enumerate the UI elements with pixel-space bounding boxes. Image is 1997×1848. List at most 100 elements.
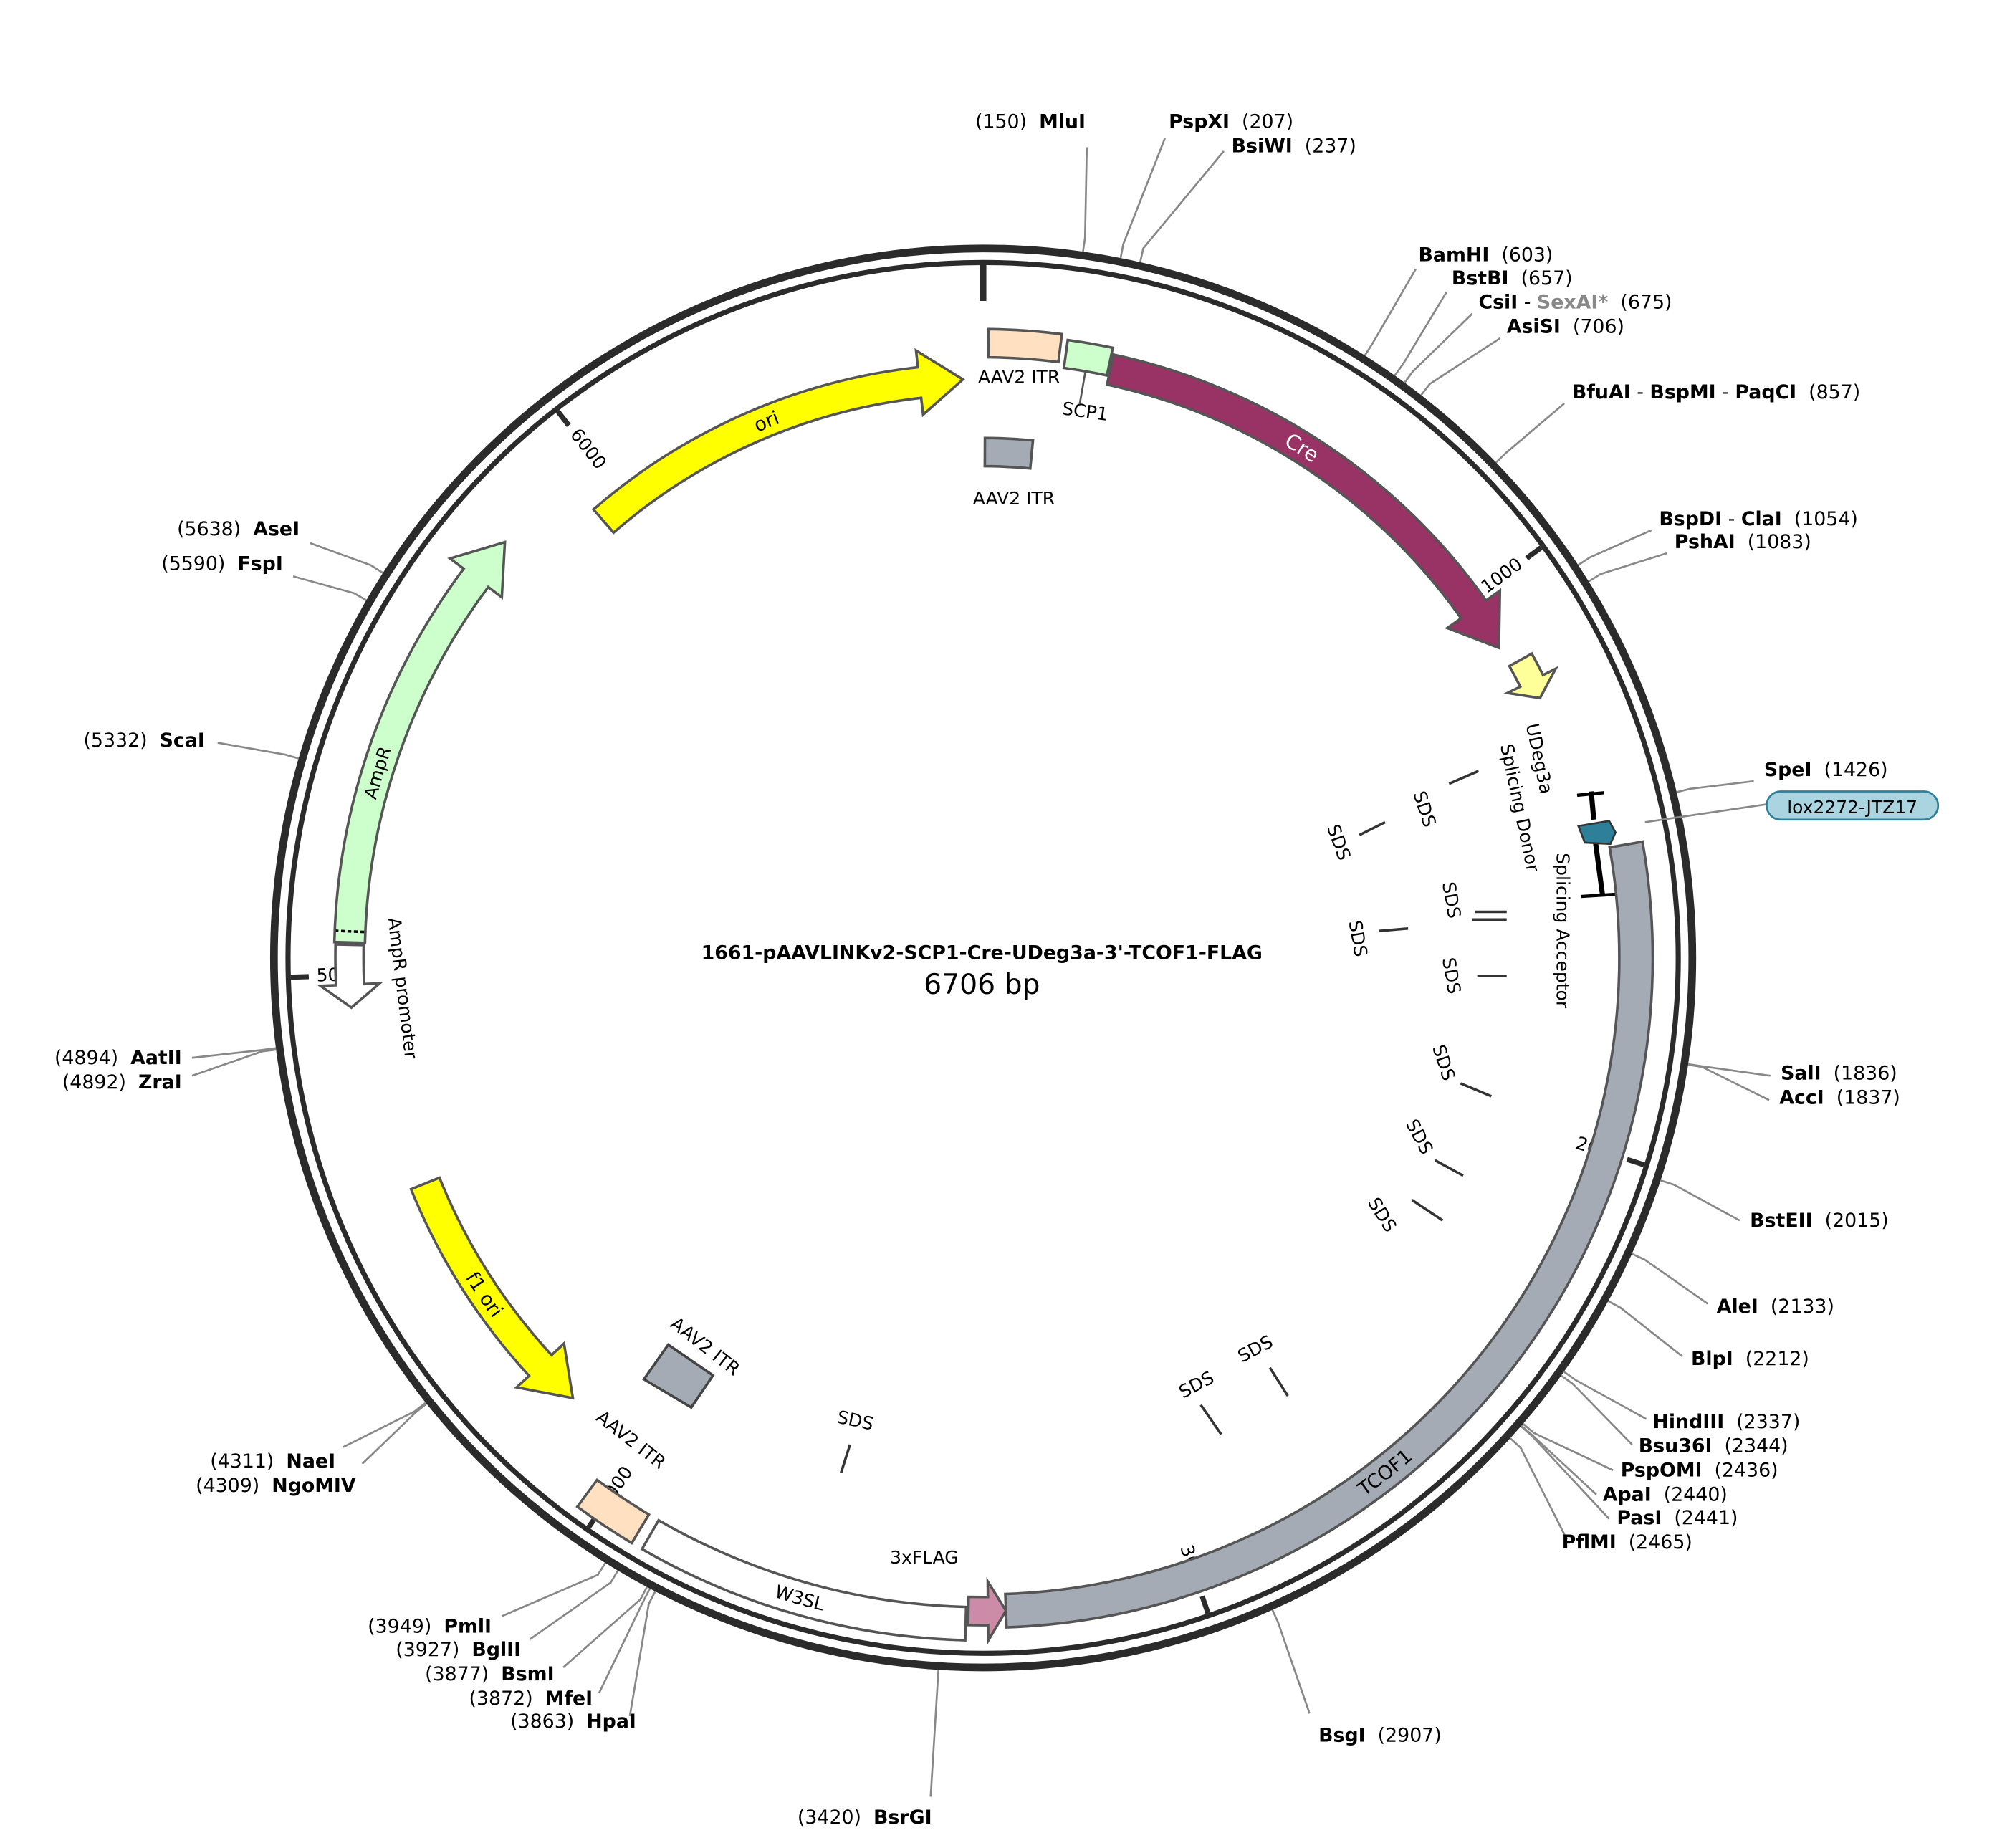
- site-label-ngomiv[interactable]: (4309) NgoMIV: [196, 1475, 356, 1497]
- tick-label: 1000: [1477, 553, 1526, 597]
- site-leader: [191, 1048, 277, 1077]
- splice-acceptor-bar: [1592, 838, 1606, 897]
- site-label-bsmi[interactable]: (3877) BsmI: [425, 1663, 554, 1685]
- tick-mark: [1626, 1157, 1645, 1167]
- splice-donor-bar: [1589, 791, 1596, 820]
- site-label-mfei[interactable]: (3872) MfeI: [469, 1687, 593, 1710]
- site-label-pspomi[interactable]: PspOMI (2436): [1621, 1460, 1778, 1482]
- site-leader: [1522, 1423, 1614, 1471]
- site-leader: [1364, 268, 1417, 356]
- ampr-feature[interactable]: [332, 540, 507, 944]
- site-label-bsteii[interactable]: BstEII (2015): [1750, 1210, 1889, 1232]
- sds-label: SDS: [835, 1407, 876, 1435]
- site-label-fspi[interactable]: (5590) FspI: [161, 552, 283, 575]
- sds-label: SDS: [1175, 1367, 1217, 1403]
- site-leader: [1520, 1425, 1610, 1520]
- sds-mark: [1378, 927, 1409, 933]
- site-label-hindiii[interactable]: HindIII (2337): [1652, 1411, 1800, 1433]
- backbone-outer: [269, 244, 1697, 1672]
- site-leader: [1271, 1609, 1311, 1714]
- tick-label: 6000: [566, 424, 610, 473]
- site-label-bfuai[interactable]: BfuAI - BspMI - PaqCI (857): [1572, 381, 1860, 403]
- site-label-bglii[interactable]: (3927) BglII: [396, 1639, 521, 1661]
- site-label-aatii[interactable]: (4894) AatII: [54, 1047, 182, 1069]
- site-leader: [1577, 529, 1652, 566]
- scp1-label: SCP1: [1061, 398, 1110, 425]
- site-leader: [1561, 1374, 1633, 1445]
- site-label-pflmi[interactable]: PflMI (2465): [1562, 1531, 1692, 1553]
- site-leader: [191, 1047, 277, 1059]
- udeg3a-feature[interactable]: [1503, 651, 1559, 700]
- site-leader: [1394, 291, 1447, 376]
- site-leader: [309, 542, 384, 574]
- ori-feature[interactable]: [591, 348, 965, 535]
- site-label-pspxi[interactable]: PspXI (207): [1169, 111, 1293, 133]
- sds-mark: [1448, 770, 1480, 785]
- site-leader: [562, 1586, 648, 1669]
- sds-mark: [1411, 1199, 1444, 1222]
- plasmid-length: 6706 bp: [924, 969, 1040, 1001]
- site-label-bsiwi[interactable]: BsiWI (237): [1232, 135, 1356, 158]
- site-label-pmli[interactable]: (3949) PmlI: [368, 1616, 492, 1638]
- sds-mark: [1460, 1082, 1493, 1098]
- site-leader: [1119, 138, 1166, 259]
- site-leader: [1563, 1371, 1647, 1420]
- sds-label: SDS: [1402, 1116, 1437, 1158]
- site-label-sali[interactable]: SalI (1836): [1781, 1063, 1897, 1085]
- site-leader: [1660, 1179, 1740, 1222]
- site-leader: [628, 1591, 656, 1717]
- site-label-scai[interactable]: (5332) ScaI: [83, 729, 204, 752]
- sds-mark: [840, 1444, 851, 1473]
- site-label-pshai[interactable]: PshAI (1083): [1675, 531, 1811, 553]
- site-leader: [501, 1562, 606, 1617]
- sds-mark: [1434, 1159, 1464, 1177]
- site-label-naei[interactable]: (4311) NaeI: [210, 1450, 335, 1473]
- site-label-spei[interactable]: SpeI (1426): [1764, 759, 1888, 781]
- site-label-acci[interactable]: AccI (1837): [1779, 1087, 1900, 1109]
- aav2-itr-top-feature[interactable]: [987, 327, 1063, 364]
- site-label-asei[interactable]: (5638) AseI: [177, 518, 300, 540]
- site-leader: [1631, 1253, 1709, 1305]
- site-leader: [529, 1570, 619, 1640]
- site-label-bsu36i[interactable]: Bsu36I (2344): [1639, 1435, 1788, 1457]
- site-label-bamhi[interactable]: BamHI (603): [1418, 244, 1553, 267]
- site-leader: [1607, 1300, 1683, 1357]
- site-leader: [1687, 1063, 1770, 1101]
- site-label-mlui[interactable]: (150) MluI: [975, 111, 1086, 133]
- flag-feature[interactable]: [967, 1576, 1007, 1646]
- site-leader: [1588, 552, 1667, 583]
- site-label-pasi[interactable]: PasI (2441): [1617, 1507, 1738, 1529]
- cre-feature[interactable]: [1105, 353, 1502, 650]
- lox2272-tag[interactable]: [1766, 790, 1940, 821]
- aav2-itr-top-gray-feature[interactable]: [983, 436, 1035, 470]
- flag-label: 3xFLAG: [890, 1547, 959, 1568]
- sds-label: SDS: [1235, 1331, 1277, 1367]
- site-label-hpai[interactable]: (3863) HpaI: [510, 1710, 636, 1733]
- ampr-promoter-feature[interactable]: [317, 943, 383, 1010]
- site-label-alei[interactable]: AleI (2133): [1717, 1296, 1834, 1318]
- site-label-bsgi[interactable]: BsgI (2907): [1318, 1725, 1442, 1747]
- site-label-asisi[interactable]: AsiSI (706): [1507, 316, 1624, 338]
- site-leader: [929, 1670, 940, 1797]
- site-label-blpi[interactable]: BlpI (2212): [1691, 1348, 1809, 1370]
- f1-ori-feature[interactable]: [409, 1176, 575, 1400]
- scp1-feature[interactable]: [1062, 338, 1115, 378]
- site-label-bsrgi[interactable]: (3420) BsrGI: [798, 1806, 932, 1829]
- donor-cap: [1576, 791, 1604, 798]
- site-leader: [1495, 402, 1566, 464]
- site-leader: [361, 1402, 428, 1465]
- sds-mark: [1359, 820, 1386, 836]
- lox2272-feature[interactable]: [1576, 820, 1617, 846]
- site-label-zrai[interactable]: (4892) ZraI: [62, 1071, 182, 1093]
- site-label-csii[interactable]: CsiI - SexAI* (675): [1478, 292, 1672, 314]
- aav2-itr-bottom-feature[interactable]: [575, 1478, 651, 1545]
- site-label-bspdi[interactable]: BspDI - ClaI (1054): [1659, 508, 1858, 530]
- site-label-apai[interactable]: ApaI (2440): [1603, 1484, 1728, 1506]
- plasmid-name: 1661-pAAVLINKv2-SCP1-Cre-UDeg3a-3'-TCOF1…: [701, 942, 1263, 964]
- tick-mark: [1199, 1595, 1211, 1614]
- site-label-bstbi[interactable]: BstBI (657): [1452, 267, 1573, 289]
- aav2-itr-bottom-gray-feature[interactable]: [642, 1343, 715, 1409]
- w3sl-feature[interactable]: [640, 1518, 968, 1642]
- udeg3a-label: UDeg3a: [1522, 722, 1557, 796]
